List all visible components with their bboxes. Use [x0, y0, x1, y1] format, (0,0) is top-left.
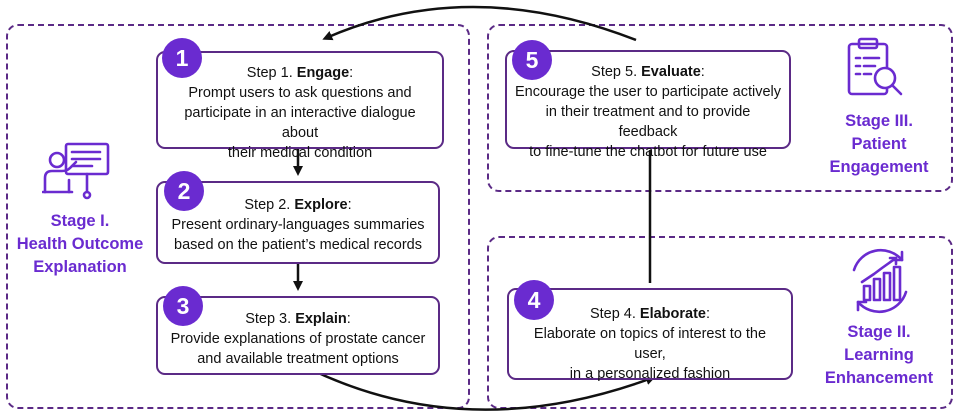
stage-2-container: [487, 236, 953, 409]
stage-2-label-line-2: Learning: [844, 346, 914, 364]
presentation-icon: [42, 142, 110, 200]
step-5-desc-line-3: to fine-tune the chatbot for future use: [529, 144, 767, 160]
stage-3-label: Stage III. Patient Engagement: [814, 110, 944, 179]
stage-3-container: [487, 24, 953, 192]
step-3-box: Step 3. Explain: Provide explanations of…: [156, 296, 440, 375]
stage-1-label: Stage I. Health Outcome Explanation: [14, 210, 146, 279]
stage-2-label-line-3: Enhancement: [824, 369, 934, 387]
stage-2-label-line-1: Stage II.: [847, 323, 911, 341]
step-2-badge: 2: [164, 171, 204, 211]
stage-3-label-line-1: Stage III.: [845, 112, 913, 130]
step-2-desc-line-1: Present ordinary-languages summaries: [171, 217, 425, 233]
stage-3-label-line-2: Patient: [851, 135, 907, 153]
step-4-desc-line-1: Elaborate on topics of interest to the u…: [533, 326, 767, 362]
step-5-badge: 5: [512, 40, 552, 80]
step-3-desc-line-2: and available treatment options: [197, 351, 399, 367]
step-1-desc-line-3: their medical condition: [227, 145, 373, 161]
step-3-badge: 3: [163, 286, 203, 326]
arrow-step3-to-step4: [311, 368, 656, 411]
step-4-badge: 4: [514, 280, 554, 320]
step-4-desc-line-2: in a personalized fashion: [569, 366, 731, 382]
step-4-box: Step 4. Elaborate: Elaborate on topics o…: [507, 288, 793, 382]
step-5-box: Step 5. Evaluate: Encourage the user to …: [505, 50, 791, 160]
stage-1-container: [6, 24, 470, 409]
stage-3-label-line-3: Engagement: [829, 158, 929, 176]
step-4-title: Step 4. Elaborate:: [589, 306, 711, 322]
clipboard-search-icon: [847, 37, 903, 96]
growth-chart-icon: [852, 248, 908, 314]
arrow-step5-to-step1: [322, 5, 637, 42]
step-1-desc-line-1: Prompt users to ask questions and: [188, 85, 412, 101]
step-3-desc-line-1: Provide explanations of prostate cancer: [170, 331, 426, 347]
step-1-badge: 1: [162, 38, 202, 78]
stage-2-label: Stage II. Learning Enhancement: [814, 321, 944, 390]
step-1-title: Step 1. Engage:: [246, 65, 354, 81]
step-5-desc-line-2: in their treatment and to provide feedba…: [545, 104, 751, 140]
stage-1-label-line-3: Explanation: [33, 258, 127, 276]
step-1-desc-line-2: participate in an interactive dialogue a…: [184, 105, 416, 141]
step-1-box: Step 1. Engage: Prompt users to ask ques…: [156, 51, 444, 161]
step-5-desc-line-1: Encourage the user to participate active…: [515, 84, 781, 100]
step-2-title: Step 2. Explore:: [244, 197, 352, 213]
step-5-title: Step 5. Evaluate:: [591, 64, 705, 80]
step-3-title: Step 3. Explain:: [245, 311, 351, 327]
stage-1-label-line-1: Stage I.: [50, 212, 110, 230]
stage-1-label-line-2: Health Outcome: [16, 235, 144, 253]
step-2-box: Step 2. Explore: Present ordinary-langua…: [156, 181, 440, 264]
step-2-desc-line-2: based on the patient’s medical records: [174, 237, 422, 253]
